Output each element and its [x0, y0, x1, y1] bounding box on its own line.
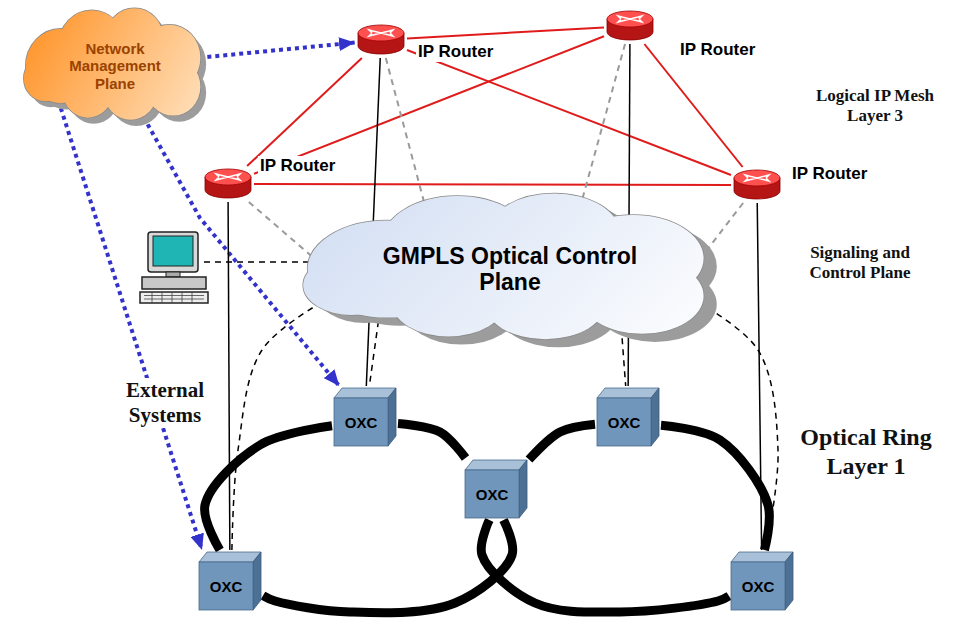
management-cloud: Network Management Plane [18, 4, 212, 128]
oxc-label: OXC [742, 578, 775, 595]
optical-ring-link [398, 424, 466, 458]
network-link [386, 58, 425, 205]
network-link [144, 117, 340, 386]
network-link [581, 44, 625, 203]
oxc-box: OXC [199, 552, 261, 610]
router-arrows [618, 16, 642, 22]
router-label-holder: IP Router [416, 42, 495, 62]
oxc-top-face [199, 552, 261, 562]
cloud-fill [303, 193, 703, 339]
router-label: IP Router [678, 40, 757, 60]
router-icon [204, 168, 252, 200]
network-link [228, 202, 230, 550]
oxc-front-face [465, 470, 519, 518]
oxc-top-face [465, 460, 527, 470]
oxc-front-face [199, 562, 253, 610]
optical-ring-link [661, 425, 769, 550]
cloud-label: GMPLS Optical Control Plane [379, 243, 641, 296]
oxc-side-face [253, 552, 261, 610]
router-label-holder: IP Router [790, 164, 869, 184]
cloud-fill-part [24, 56, 67, 101]
oxc-label: OXC [476, 486, 509, 503]
connector-group [61, 27, 778, 612]
network-link [254, 36, 604, 174]
optical-ring-link [481, 520, 729, 612]
router-label: IP Router [258, 156, 337, 176]
computer-icon [140, 232, 308, 303]
network-link [247, 58, 362, 166]
router-label: IP Router [790, 164, 869, 184]
network-link [369, 321, 378, 386]
cloud-outline [303, 193, 703, 339]
keyboard [140, 292, 208, 303]
network-link [644, 44, 742, 167]
label-holder: Optical Ring Layer 1 [788, 423, 944, 481]
optical-ring-link [205, 426, 332, 550]
label-holder: Signaling and Control Plane [793, 243, 927, 284]
router-label-holder: IP Router [678, 40, 757, 60]
layer-label: External Systems [105, 378, 225, 428]
cloud-fill [24, 8, 201, 120]
network-link [232, 297, 332, 550]
network-link [407, 50, 731, 175]
oxc-top-face [597, 388, 659, 398]
oxc-label: OXC [345, 414, 378, 431]
oxc-box: OXC [465, 460, 527, 518]
router-node: IP Router [606, 10, 654, 42]
network-link [61, 108, 202, 550]
network-link [254, 183, 731, 186]
router-arrows [369, 30, 393, 36]
computer-link-line [204, 261, 308, 263]
oxc-side-face [785, 552, 793, 610]
oxc-top-face [334, 388, 396, 398]
keyboard-keys [144, 292, 204, 303]
router-icon [606, 10, 654, 42]
router-arrows [216, 174, 240, 180]
oxc-side-face [388, 388, 396, 446]
system-unit [142, 277, 206, 289]
router-arrows [745, 175, 769, 181]
control-plane-cloud: GMPLS Optical Control Plane [290, 188, 730, 350]
router-top [734, 170, 780, 186]
oxc-label: OXC [210, 578, 243, 595]
network-link [249, 202, 318, 261]
cloud-outline [24, 8, 201, 120]
router-label: IP Router [416, 42, 495, 62]
monitor-screen [153, 236, 193, 266]
oxc-front-face [597, 398, 651, 446]
router-icon [357, 24, 405, 56]
layer-label: Logical IP Mesh Layer 3 [798, 86, 952, 127]
optical-ring-link [529, 424, 595, 459]
monitor-frame [148, 232, 198, 272]
oxc-label: OXC [608, 414, 641, 431]
router-top [205, 169, 251, 185]
layer-label: Optical Ring Layer 1 [788, 423, 944, 481]
network-link [407, 27, 604, 38]
router-node: IP Router [357, 24, 405, 56]
oxc-box: OXC [597, 388, 659, 446]
label-holder: Logical IP Mesh Layer 3 [798, 86, 952, 127]
oxc-side-face [651, 388, 659, 446]
oxc-top-face [731, 552, 793, 562]
router-label-holder: IP Router [258, 156, 337, 176]
network-link [689, 297, 779, 550]
oxc-side-face [519, 460, 527, 518]
oxc-box: OXC [334, 388, 396, 446]
cloud-label: Network Management Plane [59, 40, 171, 92]
network-link [199, 43, 355, 58]
router-node: IP Router [204, 168, 252, 200]
oxc-front-face [731, 562, 785, 610]
router-icon [733, 169, 781, 201]
oxc-front-face [334, 398, 388, 446]
layer-label: Signaling and Control Plane [793, 243, 927, 284]
cloud-outline-part [24, 56, 67, 101]
router-top [607, 11, 653, 27]
oxc-box: OXC [731, 552, 793, 610]
label-holder: External Systems [105, 378, 225, 428]
router-node: IP Router [733, 169, 781, 201]
router-top [358, 25, 404, 41]
optical-ring-link [263, 520, 513, 613]
